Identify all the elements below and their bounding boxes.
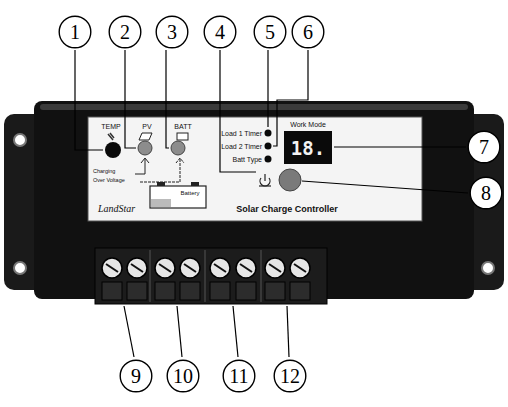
indicator-arrow — [135, 158, 149, 174]
callout-number-text: 9 — [119, 359, 153, 393]
callout-number-text: 1 — [58, 15, 92, 49]
callout-number-text: 7 — [467, 130, 501, 164]
temp-led — [105, 142, 121, 158]
front-panel — [88, 117, 422, 221]
display-header: Work Mode — [290, 121, 326, 128]
callout-number: 3 — [155, 15, 189, 49]
callout-number: 7 — [467, 130, 501, 164]
led-label: Batt Type — [233, 156, 262, 163]
pv-icon — [139, 133, 152, 140]
callout-number: 10 — [166, 359, 200, 393]
callout-number: 8 — [469, 176, 503, 210]
callout-number-text: 2 — [108, 15, 142, 49]
led-label: Load 1 Timer — [221, 130, 262, 137]
screw-slot — [269, 264, 281, 272]
status-led — [265, 130, 272, 163]
legend-note: Over Voltage — [93, 178, 125, 184]
callout-number-text: 10 — [166, 359, 200, 393]
button-symbol — [259, 174, 271, 186]
callout-number: 9 — [119, 359, 153, 393]
callout-number-text: 6 — [291, 15, 325, 49]
callout-number-text: 4 — [203, 15, 237, 49]
led-label: Load 2 Timer — [221, 143, 262, 150]
wire-port — [180, 282, 200, 300]
battery-terminal — [157, 182, 165, 186]
panel-label: PV — [142, 123, 151, 130]
screw-head — [210, 258, 230, 278]
callout-number-text: 3 — [155, 15, 189, 49]
legend-note: Charging — [93, 169, 115, 175]
screw-slot — [131, 264, 143, 272]
callout-number: 12 — [273, 359, 307, 393]
screw-head — [290, 258, 310, 278]
indicator-arrow — [140, 158, 184, 182]
screw-slot — [214, 264, 226, 272]
battery-terminal — [191, 182, 199, 186]
panel-label: BATT — [174, 123, 191, 130]
terminal-screws — [102, 258, 310, 300]
terminal-dividers — [150, 250, 261, 302]
callout-number: 6 — [291, 15, 325, 49]
screw-head — [265, 258, 285, 278]
screw-slot — [184, 264, 196, 272]
wire-port — [265, 282, 285, 300]
screw-head — [127, 258, 147, 278]
temp-icon — [108, 133, 114, 140]
battery-drawing — [150, 186, 206, 208]
screw-head — [155, 258, 175, 278]
screw-head — [236, 258, 256, 278]
battery-band — [151, 199, 171, 207]
callout-number: 2 — [108, 15, 142, 49]
wire-port — [155, 282, 175, 300]
screw-slot — [240, 264, 252, 272]
batt-led — [171, 141, 185, 155]
wire-port — [102, 282, 122, 300]
set-button — [279, 169, 301, 191]
callout-number-text: 11 — [222, 359, 256, 393]
callout-number-text: 8 — [469, 176, 503, 210]
wire-port — [210, 282, 230, 300]
led-display — [284, 131, 332, 164]
screw-slot — [294, 264, 306, 272]
battery-label: Battery — [180, 190, 199, 196]
product-name: Solar Charge Controller — [236, 205, 338, 214]
terminal-block — [95, 248, 327, 304]
display-readout: 18. — [291, 139, 325, 158]
callout-number: 5 — [253, 15, 287, 49]
callout-number-text: 5 — [253, 15, 287, 49]
screw-head — [102, 258, 122, 278]
screw-head — [180, 258, 200, 278]
panel-label: TEMP — [101, 123, 120, 130]
wire-port — [290, 282, 310, 300]
wire-port — [236, 282, 256, 300]
callout-number: 4 — [203, 15, 237, 49]
housing-edge — [40, 104, 468, 110]
callout-number-text: 12 — [273, 359, 307, 393]
batt-icon — [177, 133, 188, 140]
screw-slot — [159, 264, 171, 272]
leader-line — [75, 50, 468, 357]
callout-number: 11 — [222, 359, 256, 393]
callout-number: 1 — [58, 15, 92, 49]
pv-led — [138, 141, 152, 155]
wire-port — [127, 282, 147, 300]
screw-slot — [106, 264, 118, 272]
brand-logo: LandStar — [98, 204, 135, 214]
